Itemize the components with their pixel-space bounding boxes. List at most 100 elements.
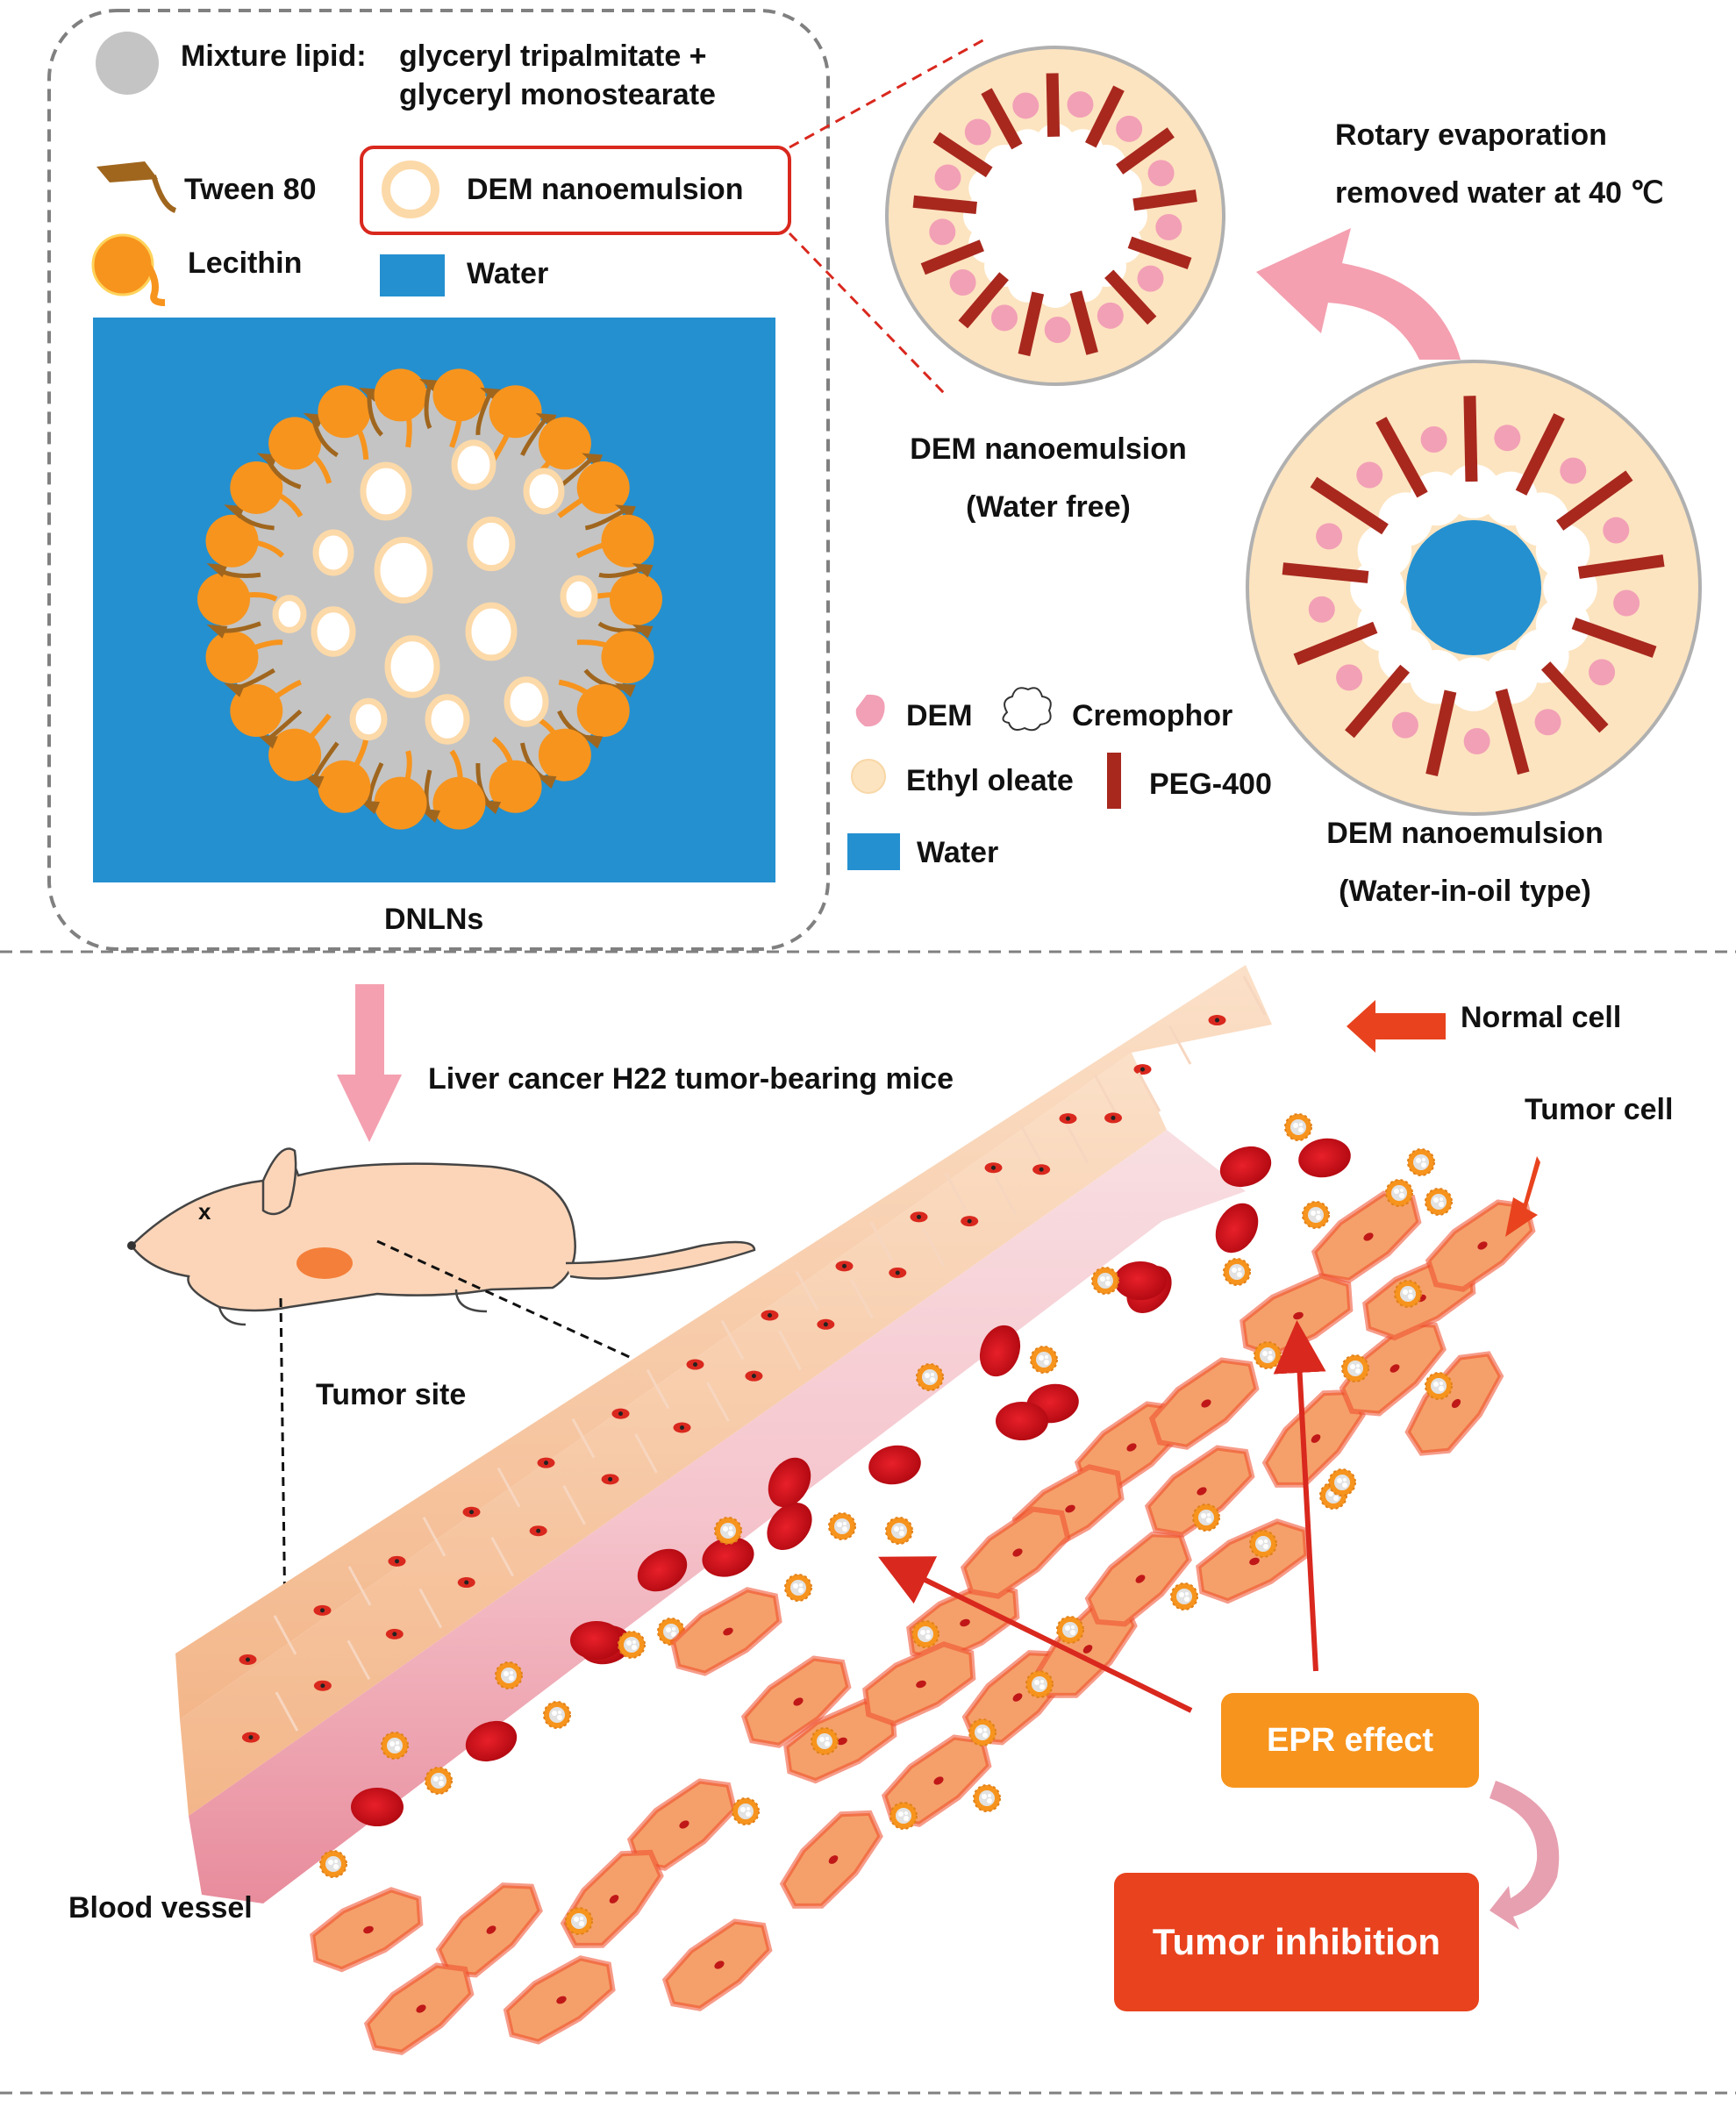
tween-tail — [216, 567, 261, 578]
nanoparticle — [495, 1661, 523, 1689]
peg-chain — [981, 88, 1023, 150]
wall-cell-border — [1242, 975, 1267, 1016]
nanoparticle — [1192, 1503, 1220, 1532]
wall-cell-border — [1093, 1074, 1118, 1114]
wall-cell-border — [1168, 1025, 1192, 1065]
nanoparticle — [1341, 1354, 1369, 1382]
wall-cell-border — [273, 1615, 297, 1655]
wall-cell-border — [646, 1368, 670, 1410]
normal-cell-label: Normal cell — [1461, 1001, 1622, 1034]
peg-chain — [920, 239, 984, 275]
lecithin-label: Lecithin — [188, 246, 303, 280]
tween-head — [303, 775, 325, 789]
dem-nanoemulsion-droplet — [467, 516, 516, 572]
water-label: Water — [467, 257, 549, 290]
lecithin-head — [601, 631, 654, 684]
tumor-cell — [302, 1882, 432, 1976]
red-blood-cell — [570, 1621, 623, 1660]
rotary-curved-arrow — [1256, 228, 1461, 360]
dem-molecule — [1463, 727, 1490, 754]
lecithin-head — [230, 684, 283, 738]
wall-cell-border — [422, 1517, 447, 1557]
dem-nanoemulsion-droplet — [384, 635, 440, 698]
normal-cell-nucleus — [395, 1559, 399, 1564]
normal-cell-nucleus — [991, 1165, 996, 1170]
normal-cell-nucleus — [1215, 1018, 1219, 1023]
wall-cell-border — [795, 1270, 819, 1311]
legend-dem: DEM — [906, 699, 973, 732]
lecithin-head — [205, 631, 259, 684]
mixture-lipid-icon — [96, 32, 159, 95]
normal-cell-nucleus — [469, 1510, 474, 1515]
legend-ethyl-oleate: Ethyl oleate — [906, 764, 1074, 797]
dem-molecule — [990, 304, 1018, 332]
tumor-cell — [653, 1911, 783, 2019]
tween-tail — [583, 668, 626, 691]
mice-label: Liver cancer H22 tumor-bearing mice — [428, 1062, 954, 1096]
nanoparticle — [1302, 1201, 1330, 1229]
peg-chain — [1540, 661, 1609, 733]
normal-cell-nucleus — [1066, 1116, 1070, 1121]
lecithin-head — [601, 514, 654, 568]
peg-chain — [1282, 562, 1369, 583]
zoom-line-top — [789, 37, 987, 149]
endothelial-cell-nucleus — [751, 1374, 756, 1379]
dem-molecule — [1356, 461, 1383, 489]
tumor-cell — [354, 1954, 485, 2063]
lecithin-head — [489, 760, 542, 813]
lecithin-head — [576, 461, 630, 514]
dem-molecule — [1420, 425, 1447, 453]
lecithin-head — [432, 776, 486, 830]
wall-cell-border — [562, 1485, 586, 1525]
lecithin-head — [538, 728, 591, 782]
wall-cell-border — [1018, 1123, 1043, 1163]
peg-chain — [1069, 290, 1098, 355]
tween-tail — [519, 742, 547, 782]
dem-molecule — [1494, 425, 1521, 452]
endothelial-cell-nucleus — [248, 1735, 254, 1740]
water-legend-icon-2 — [847, 833, 900, 870]
peg-chain — [1127, 236, 1192, 270]
red-blood-cell — [1206, 1196, 1268, 1261]
dem-molecule — [1613, 589, 1640, 617]
lecithin-head — [538, 417, 591, 470]
tween-tail — [597, 621, 643, 633]
nanoparticle — [911, 1620, 939, 1648]
tumor-cell-arrow — [1505, 1156, 1540, 1237]
dem-nanoemulsion-droplet — [451, 439, 497, 490]
nanoparticle — [618, 1631, 646, 1659]
tumor-site-label: Tumor site — [316, 1378, 467, 1411]
peg-chain — [1310, 476, 1389, 535]
epr-effect-label: EPR effect — [1266, 1721, 1434, 1759]
tween-tail — [424, 769, 432, 816]
tween-tail — [216, 621, 261, 633]
nanoparticle — [889, 1802, 918, 1830]
nanoparticle — [1030, 1346, 1058, 1374]
mouse-body-leader — [376, 1239, 646, 1366]
mouse-illustration: x — [127, 1147, 756, 1326]
dem-nanoemulsion-droplet — [523, 468, 565, 515]
lecithin-head — [268, 728, 322, 782]
endothelial-cell-nucleus — [967, 1218, 972, 1224]
normal-cell-nucleus — [618, 1411, 623, 1417]
dnln-legend-frame — [47, 9, 830, 951]
dem-nanoemulsion-droplet — [312, 529, 354, 576]
rotary-line1: Rotary evaporation — [1335, 118, 1607, 152]
normal-cell-arrow — [1347, 1000, 1446, 1053]
peg-chain — [1463, 396, 1478, 482]
nanoparticle — [885, 1517, 913, 1545]
wall-cell-border — [869, 1221, 894, 1262]
wall-cell-border — [346, 1639, 371, 1681]
endothelial-cell-nucleus — [536, 1528, 541, 1533]
tween-tail — [367, 762, 384, 806]
dem-molecule — [1116, 115, 1143, 142]
lecithin-head — [318, 760, 371, 813]
dem-nanoemulsion-frame — [360, 146, 791, 235]
normal-cell-nucleus — [693, 1362, 697, 1368]
dem-molecule — [1308, 596, 1335, 623]
peg-chain — [958, 272, 1009, 329]
tumor-cell — [661, 1580, 792, 1682]
normal-cell-nucleus — [544, 1461, 548, 1466]
lecithin-head — [205, 514, 259, 568]
tumor-cell — [768, 1800, 896, 1920]
